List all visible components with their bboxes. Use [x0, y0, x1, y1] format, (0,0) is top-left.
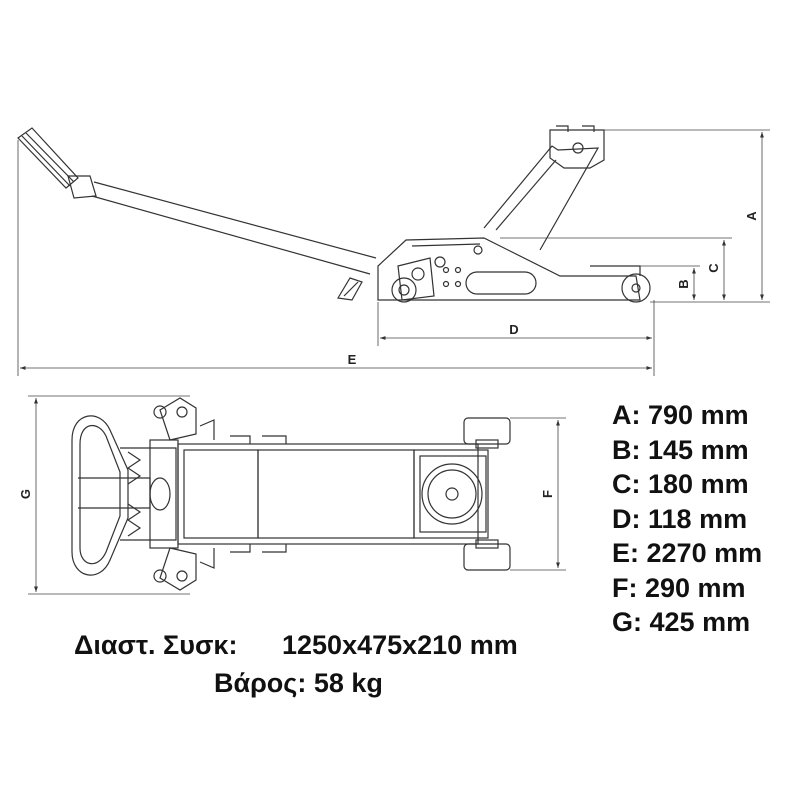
pump-pedal — [337, 277, 363, 301]
dim-label-g: G — [18, 489, 33, 499]
spec-key: G: — [612, 607, 642, 637]
saddle-disc — [419, 455, 487, 533]
top-dimensions — [28, 395, 566, 595]
spec-key: E: — [612, 538, 639, 568]
spec-item: F: 290 mm — [612, 571, 762, 606]
spec-key: C: — [612, 469, 641, 499]
lift-arm — [483, 145, 600, 251]
spec-item: D: 118 mm — [612, 502, 762, 537]
spec-value: 290 mm — [645, 572, 746, 603]
spec-key: A: — [612, 400, 641, 430]
spec-item: G: 425 mm — [612, 605, 762, 640]
spec-item: C: 180 mm — [612, 467, 762, 502]
jack-frame — [177, 435, 489, 553]
spec-key: B: — [612, 434, 641, 465]
dimension-spec-list: A: 790 mm B: 145 mm C: 180 mm D: 118 mm … — [612, 398, 762, 640]
side-dimensions — [17, 129, 770, 376]
spec-value: 790 mm — [648, 400, 749, 430]
handle-grip — [17, 127, 97, 199]
weight-text: Βάρος: 58 kg — [214, 668, 383, 698]
spec-value: 145 mm — [648, 434, 749, 465]
top-view — [71, 397, 511, 591]
side-view — [17, 125, 651, 303]
dim-label-e: E — [348, 352, 357, 367]
package-dimensions-label: Διαστ. Συσκ: — [74, 630, 238, 660]
dim-label-a: A — [744, 211, 759, 221]
spec-value: 180 mm — [648, 469, 749, 499]
spec-item: A: 790 mm — [612, 398, 762, 433]
spec-item: E: 2270 mm — [612, 536, 762, 571]
dim-label-d: D — [509, 322, 518, 337]
rear-wheels — [463, 417, 511, 571]
handle-tube — [91, 181, 377, 275]
handle-yoke — [120, 439, 179, 549]
dim-label-b: B — [676, 279, 691, 288]
spec-value: 2270 mm — [646, 538, 763, 568]
dim-label-c: C — [706, 263, 721, 273]
dim-label-f: F — [540, 490, 555, 498]
rear-wheel — [621, 273, 651, 303]
spec-item: B: 145 mm — [612, 433, 762, 468]
front-casters — [153, 397, 215, 591]
jack-chassis — [377, 237, 641, 301]
spec-key: D: — [612, 503, 641, 534]
spec-key: F: — [612, 572, 638, 603]
spec-value: 118 mm — [648, 503, 748, 534]
pump-assembly — [391, 256, 446, 303]
package-dimensions-value: 1250x475x210 mm — [282, 630, 518, 660]
spec-value: 425 mm — [649, 607, 751, 637]
